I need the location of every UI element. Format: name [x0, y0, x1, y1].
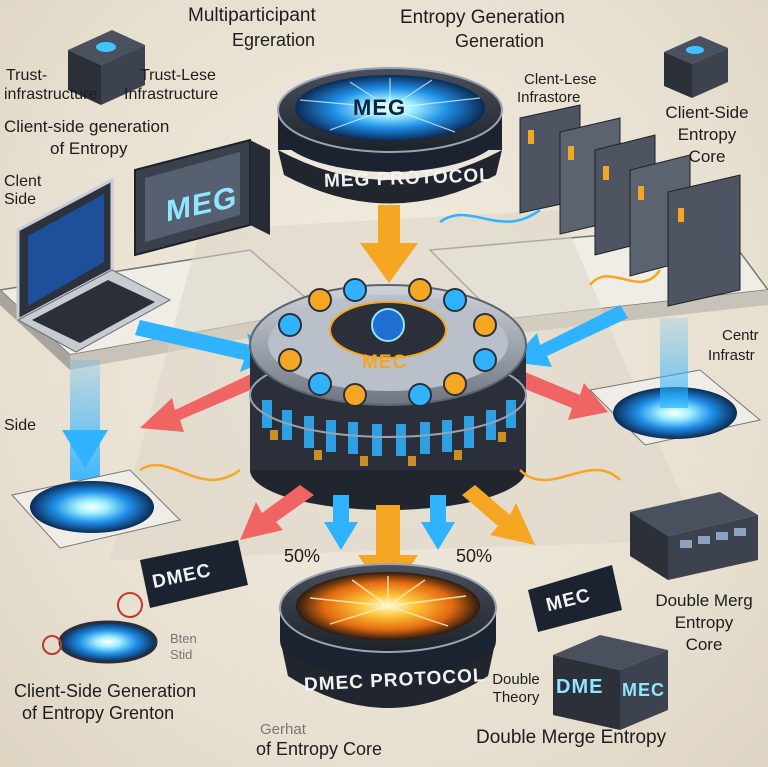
- dmec-protocol-disc: [279, 563, 497, 684]
- label-generation: Generation: [455, 31, 545, 51]
- label-client-side-entropy: Client-Side: [665, 103, 749, 122]
- label-side: Side: [4, 191, 37, 208]
- label-infrastructure-left: infrastructure: [4, 86, 98, 103]
- arrow-left-red: [140, 372, 262, 432]
- arrow-top-to-core: [360, 205, 418, 283]
- label-core: Core: [688, 147, 726, 166]
- label-core-right: Core: [685, 635, 723, 654]
- label-theory: Theory: [492, 689, 540, 706]
- server-racks: [519, 104, 741, 307]
- label-client-side-generation-bottom: Client-Side Generation: [14, 681, 197, 701]
- label-of-entropy: of Entropy: [50, 139, 128, 158]
- label-entropy: Entropy: [677, 125, 737, 144]
- label-centr: Centr: [722, 327, 759, 344]
- label-infrastr: Infrastr: [708, 347, 755, 364]
- label-side-left: Side: [4, 417, 37, 434]
- arrow-bottom-orange-right: [462, 485, 535, 545]
- laptop: [16, 177, 172, 353]
- right-glow-pad: [588, 318, 762, 446]
- label-trust: Trust-: [6, 67, 48, 84]
- label-infrastructure-top: Infrastructure: [124, 86, 219, 103]
- label-entropy-right: Entropy: [674, 613, 734, 632]
- cables: [139, 208, 662, 482]
- label-egreration: Egreration: [232, 30, 316, 50]
- right-module: [630, 492, 758, 580]
- dme-mec-box: [553, 635, 668, 730]
- bottom-left-disc: [42, 592, 158, 664]
- server-cube-top-left: [68, 30, 145, 105]
- arrow-right-red: [520, 372, 608, 420]
- left-glow-pad: [11, 469, 181, 549]
- label-double-merge-entropy: Double Merge Entropy: [476, 727, 667, 748]
- badge-mec-core: MEC: [362, 352, 408, 373]
- label-percent-right: 50%: [456, 546, 493, 566]
- label-multiparticipant: Multiparticipant: [188, 5, 316, 26]
- arrow-left-blue: [135, 320, 280, 372]
- arrow-bottom-blue-left: [324, 495, 358, 550]
- label-stid: Stid: [170, 647, 193, 662]
- arrow-right-blue: [510, 305, 628, 367]
- label-client-lese: Clent-Lese: [524, 71, 597, 88]
- label-gerhat: Gerhat: [260, 721, 306, 738]
- label-client-side-generation: Client-side generation: [4, 117, 170, 136]
- label-clent: Clent: [4, 173, 42, 190]
- mec-band: [528, 565, 622, 632]
- label-bten: Bten: [170, 631, 197, 646]
- badge-meg-top: MEG: [353, 95, 407, 120]
- label-double: Double: [492, 671, 540, 688]
- dmec-band: [140, 540, 248, 608]
- badge-dme-box: DME: [556, 676, 604, 698]
- dmec-protocol-band: [282, 648, 494, 708]
- meg-protocol-band: [278, 150, 502, 204]
- left-blue-beam: [62, 360, 108, 480]
- label-infrastore: Infrastore: [517, 89, 581, 106]
- server-cube-top-right: [664, 36, 728, 98]
- meg-monitor-cabinet: [134, 138, 270, 257]
- meg-top-disc: [277, 67, 503, 172]
- arrow-bottom-red: [240, 485, 314, 540]
- badge-mec-box: MEC: [622, 680, 665, 700]
- label-entropy-generation: Entropy Generation: [400, 7, 565, 28]
- label-of-entropy-grenton: of Entropy Grenton: [22, 703, 175, 723]
- label-double-merg: Double Merg: [655, 591, 753, 610]
- label-percent-left: 50%: [284, 546, 321, 566]
- label-trust-lese: Trust-Lese: [140, 67, 216, 84]
- arrow-bottom-blue-right: [421, 495, 455, 550]
- label-of-entropy-core: of Entropy Core: [256, 739, 383, 759]
- central-core: [249, 278, 527, 510]
